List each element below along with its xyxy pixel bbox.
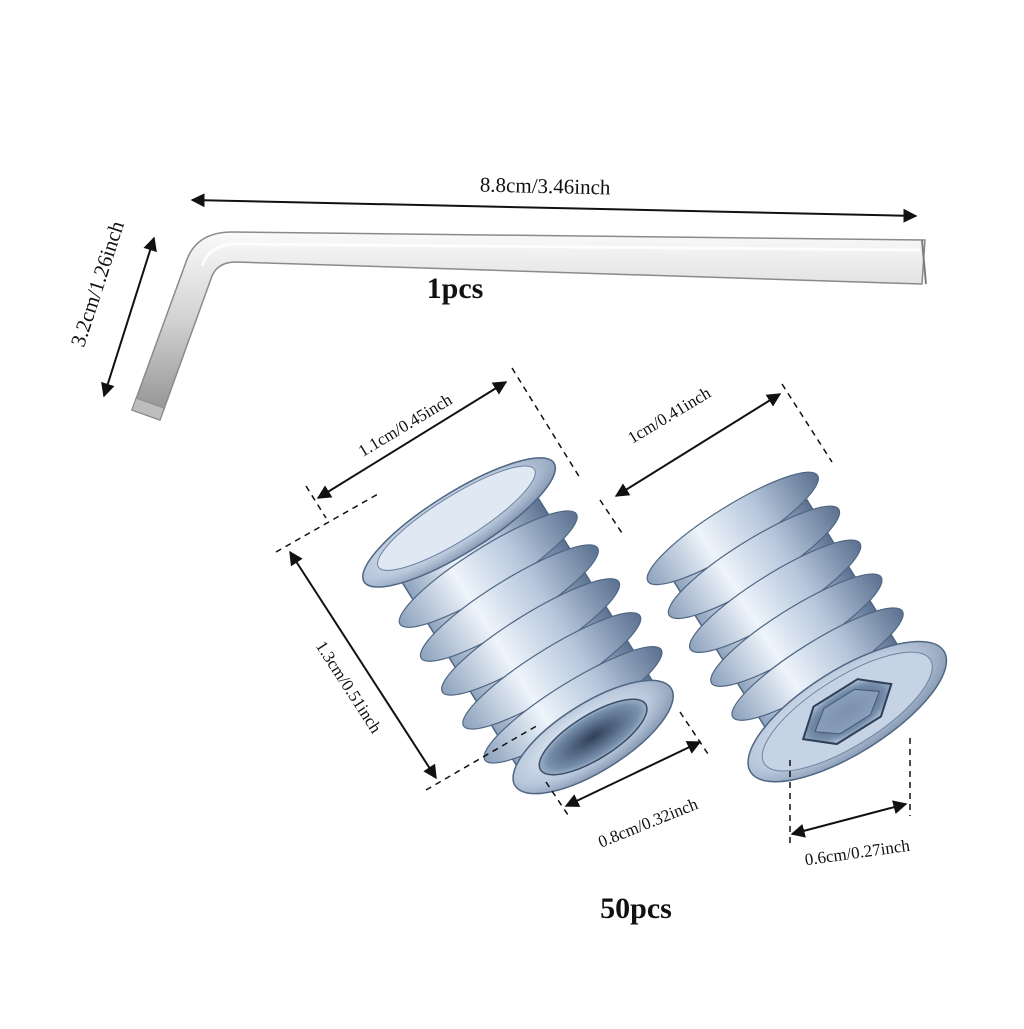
insert-left <box>362 457 674 795</box>
hex-size-label: 0.6cm/0.27inch <box>804 836 912 870</box>
insert-outer-arrow <box>614 393 782 497</box>
flange-diameter-arrow <box>316 381 508 499</box>
insert-height-label: 1.3cm/0.51inch <box>312 637 386 736</box>
wrench-quantity: 1pcs <box>427 272 484 305</box>
insert-quantity: 50pcs <box>600 892 672 925</box>
hex-size-arrow <box>790 800 908 838</box>
insert-right <box>646 471 948 783</box>
wrench-short-label: 3.2cm/1.26inch <box>66 218 129 350</box>
thread-diameter-label: 0.8cm/0.32inch <box>595 794 701 851</box>
insert-outer-label: 1cm/0.41inch <box>624 383 714 447</box>
thread-diameter-arrow <box>564 741 702 807</box>
insert-height-arrow <box>289 550 437 780</box>
flange-diameter-label: 1.1cm/0.45inch <box>355 390 456 461</box>
hex-wrench <box>131 231 927 421</box>
wrench-length-label: 8.8cm/3.46inch <box>480 173 612 200</box>
wrench-length-arrow <box>190 193 918 223</box>
wrench-short-arrow <box>101 236 157 398</box>
